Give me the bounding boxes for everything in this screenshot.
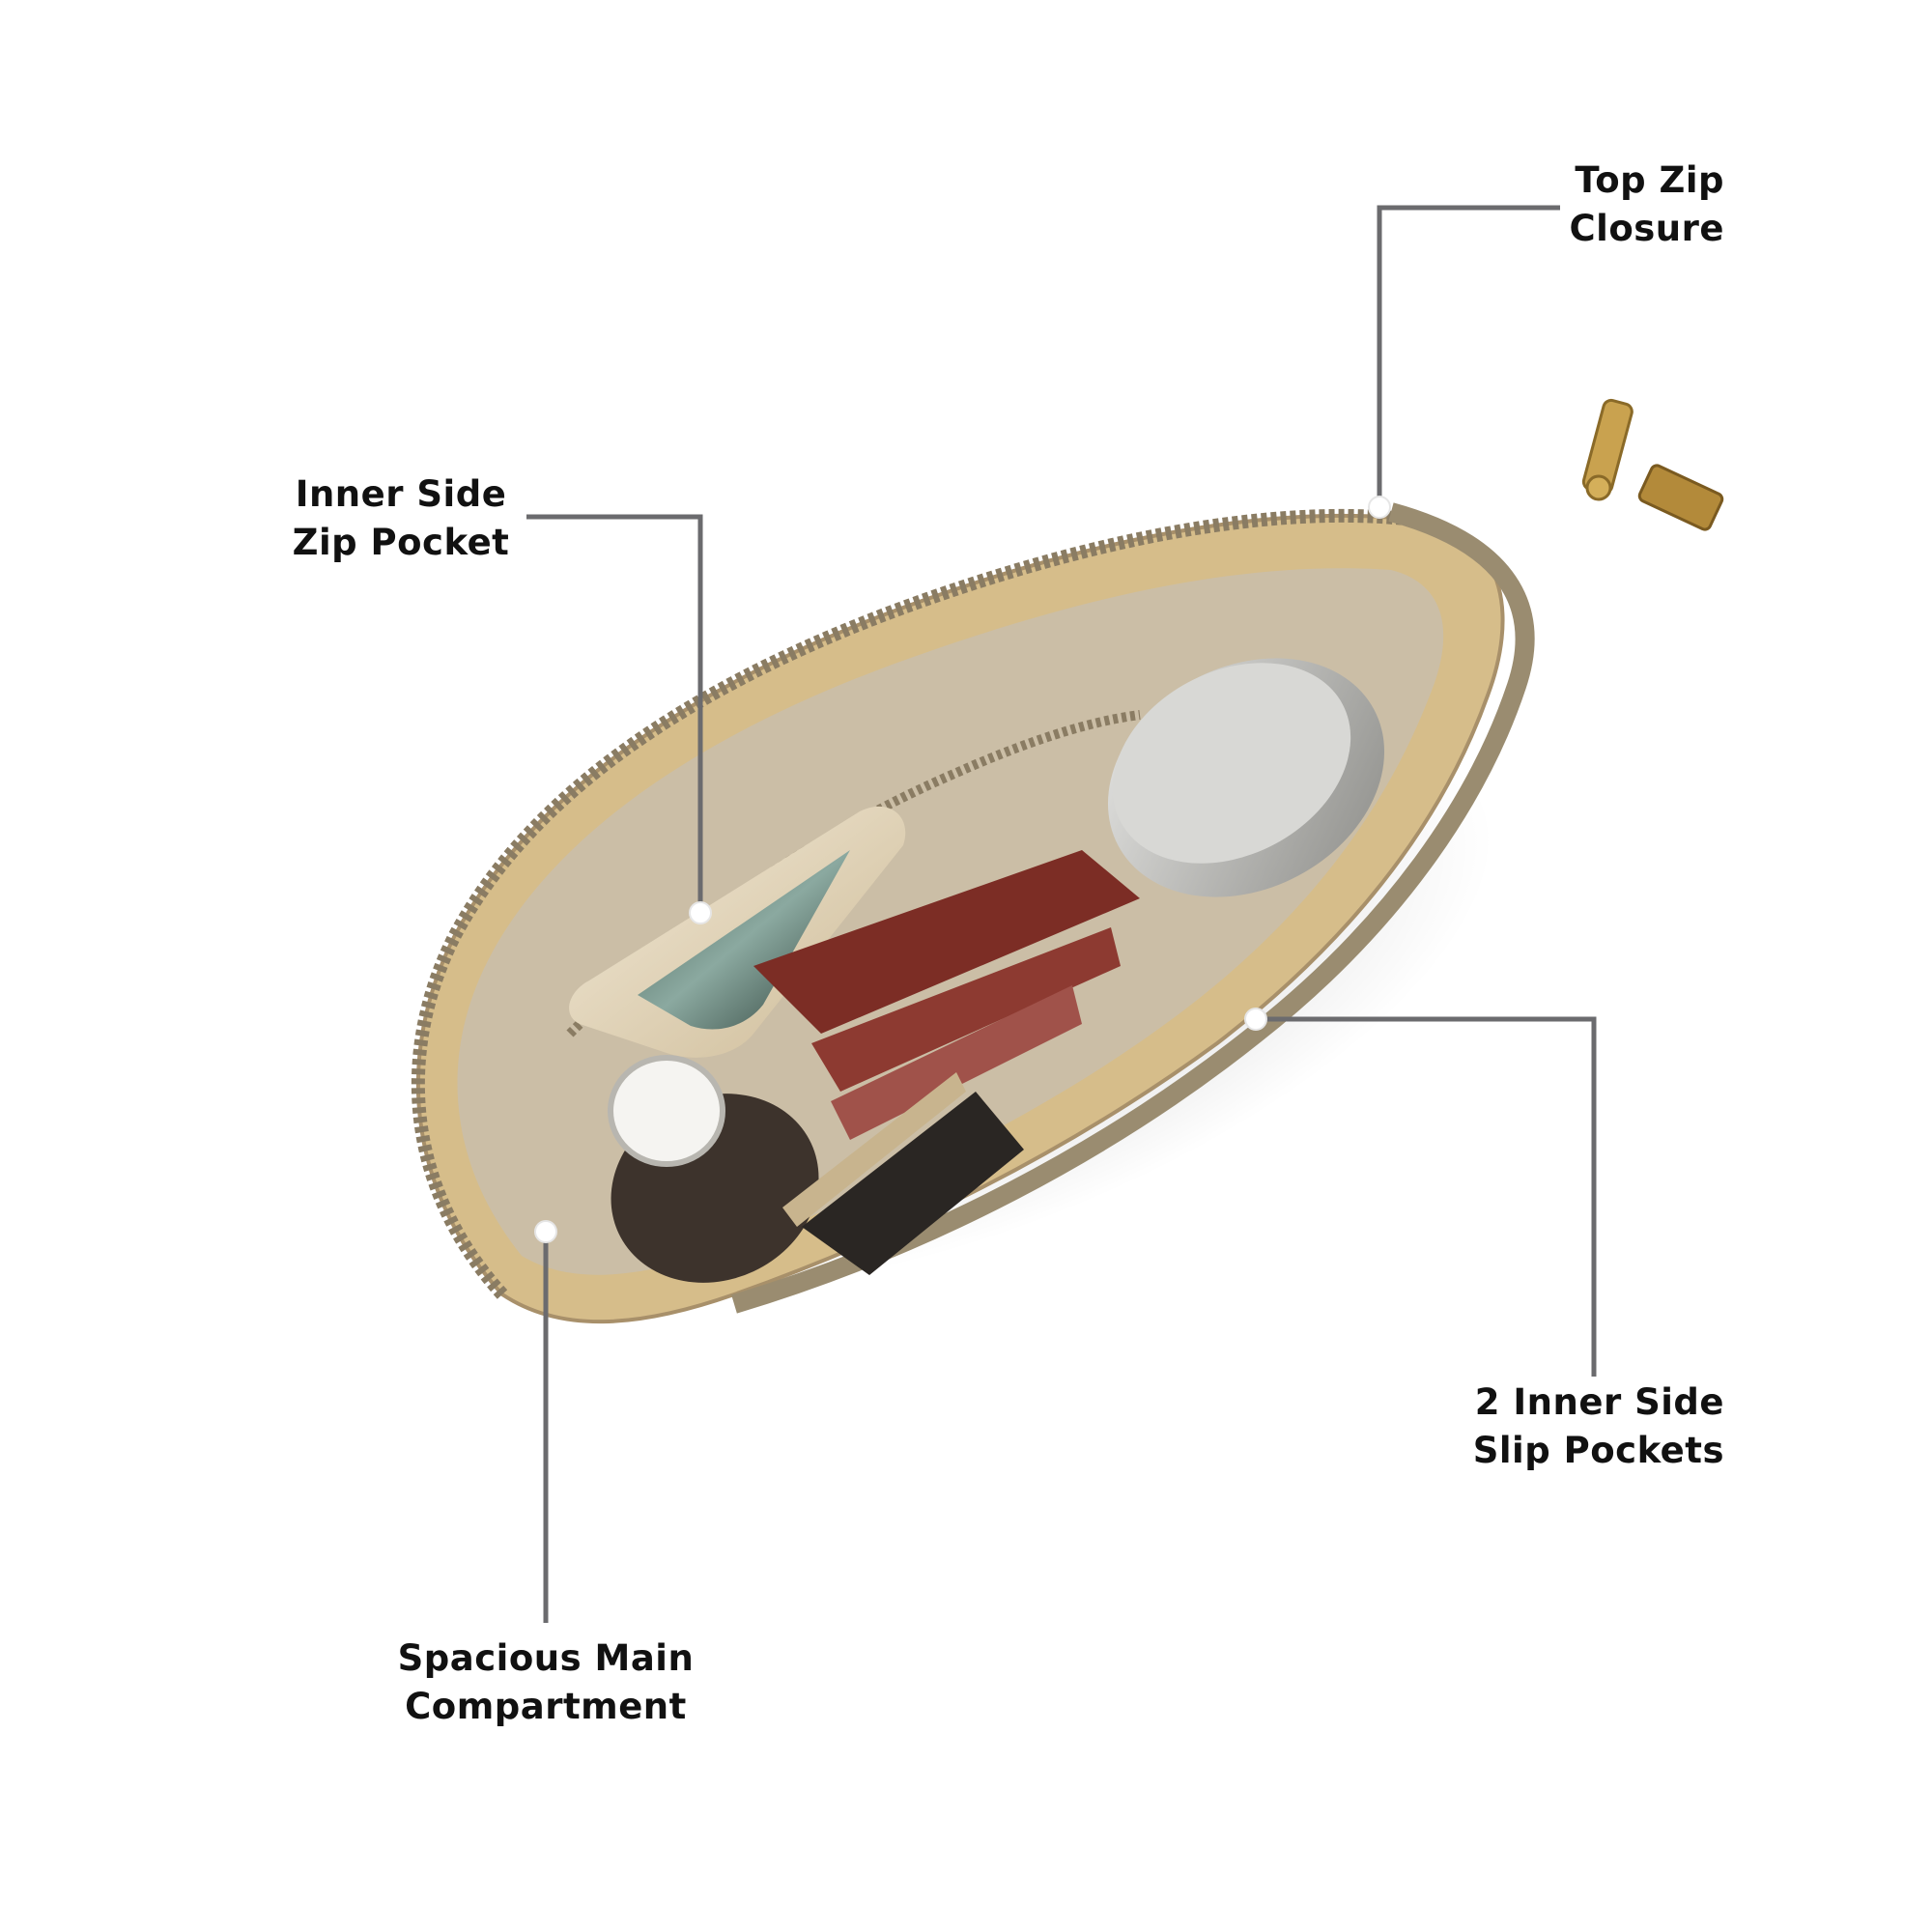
leader-line-top-zip — [1377, 205, 1560, 507]
dark-case — [782, 1072, 1024, 1275]
leader-line-inner-zip — [526, 514, 703, 913]
dot-top-zip — [1368, 496, 1391, 519]
callout-inner-slip-pockets: 2 Inner Side Slip Pockets — [1473, 1378, 1724, 1475]
inner-zip-line — [566, 710, 1141, 1037]
top-zipper-track — [412, 508, 1431, 1299]
callout-inner-zip-line1: Inner Side — [295, 473, 507, 515]
callout-inner-side-zip-pocket: Inner Side Zip Pocket — [280, 470, 522, 567]
silver-tin — [1107, 658, 1385, 897]
dot-inner-zip — [689, 901, 712, 924]
callout-dots — [534, 496, 1391, 1243]
callout-top-zip-closure: Top Zip Closure — [1570, 156, 1724, 253]
zip-tape-right — [731, 502, 1535, 1314]
callout-inner-zip-line2: Zip Pocket — [292, 522, 510, 563]
dot-main-compartment — [534, 1220, 557, 1243]
callout-top-zip-line2: Closure — [1569, 208, 1724, 249]
callout-spacious-main-compartment: Spacious Main Compartment — [382, 1634, 710, 1731]
zipper-puller — [1581, 398, 1724, 531]
dot-slip-pockets — [1244, 1008, 1267, 1031]
callout-slip-pockets-line1: 2 Inner Side — [1474, 1381, 1724, 1423]
callout-top-zip-line1: Top Zip — [1575, 159, 1724, 201]
phone — [569, 806, 906, 1058]
callout-main-compartment-line1: Spacious Main — [397, 1637, 695, 1679]
callout-slip-pockets-line2: Slip Pockets — [1472, 1430, 1724, 1471]
callout-main-compartment-line2: Compartment — [405, 1686, 687, 1727]
leader-line-slip-pockets — [1256, 1016, 1597, 1377]
leader-lines — [526, 205, 1597, 1623]
perfume-bottle — [608, 1055, 819, 1283]
wallet — [753, 850, 1140, 1140]
